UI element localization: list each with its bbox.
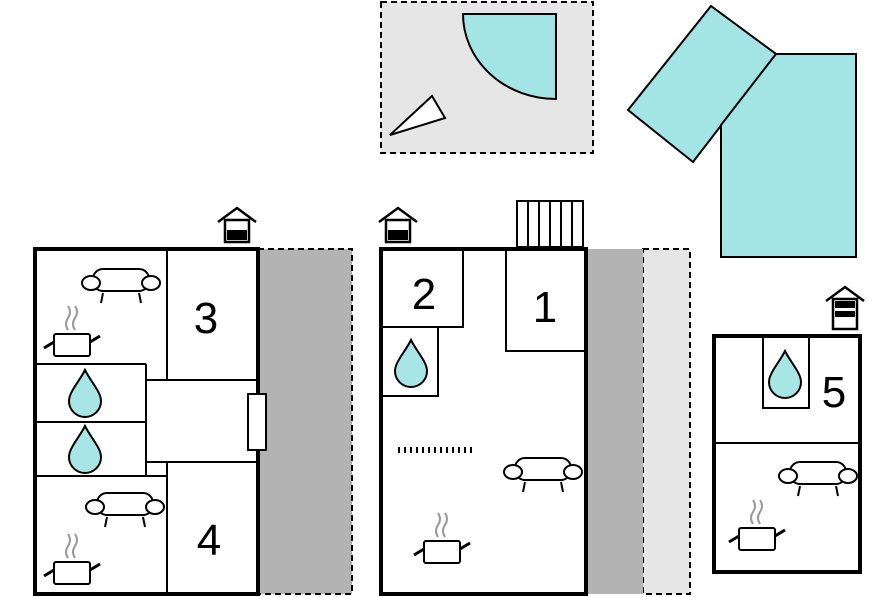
house-entrance-stacked-icon <box>825 285 865 331</box>
room-number-1: 1 <box>533 283 557 332</box>
house-entrance-icon <box>216 206 258 244</box>
pool-area-right <box>626 4 857 258</box>
room-number-5: 5 <box>822 368 846 417</box>
middle-terrace-dark <box>586 249 643 594</box>
middle-terrace-light <box>642 248 691 595</box>
house-entrance-icon <box>377 206 419 244</box>
quarter-pool <box>461 13 557 101</box>
door-icon <box>247 393 267 451</box>
room-number-4: 4 <box>197 516 221 565</box>
middle-building: 2 1 <box>377 200 691 596</box>
room-number-2: 2 <box>412 270 436 319</box>
room-number-3: 3 <box>194 294 218 343</box>
terrace-top <box>380 1 594 154</box>
pool-rect <box>720 53 857 258</box>
left-terrace <box>257 248 353 595</box>
left-building: 3 4 <box>33 206 353 596</box>
right-building: 5 <box>712 285 865 574</box>
stairs-icon <box>516 200 584 248</box>
triangle-pool <box>389 94 447 136</box>
